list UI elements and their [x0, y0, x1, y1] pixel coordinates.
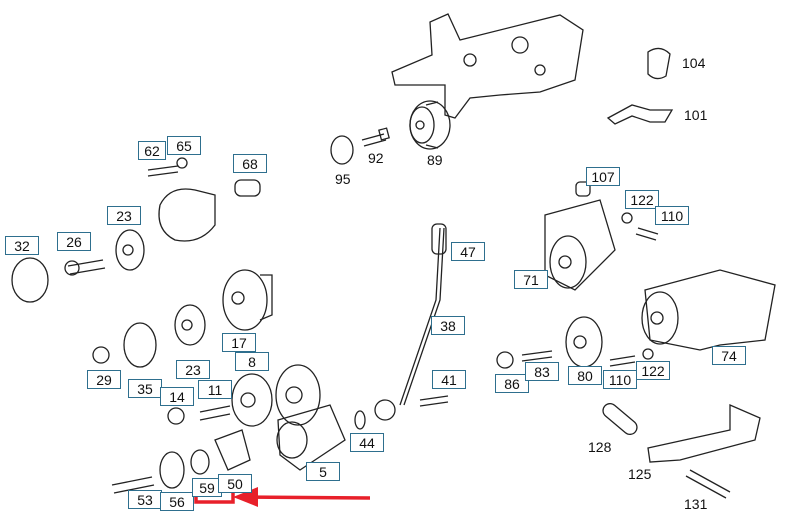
label-29: 29: [87, 370, 121, 389]
housing-17: [222, 269, 268, 331]
label-68: 68: [233, 154, 267, 173]
bolt-83: [521, 350, 553, 362]
label-122-bottom: 122: [636, 361, 670, 380]
bolt-110a: [635, 227, 659, 241]
sleeve-128: [602, 402, 638, 436]
tensioner-assembly-5: [231, 364, 346, 471]
cap-14: [167, 407, 185, 425]
label-128: 128: [588, 439, 612, 455]
label-26: 26: [57, 232, 91, 251]
rod-38: [399, 227, 441, 406]
bracket-74: [644, 269, 776, 351]
bolt-53: [111, 476, 155, 494]
sleeve-47: [431, 223, 447, 255]
label-23-top: 23: [107, 206, 141, 225]
washer-122a: [621, 212, 633, 224]
cap-95: [330, 135, 354, 165]
label-95: 95: [335, 171, 351, 187]
label-83: 83: [525, 362, 559, 381]
bolt-11: [199, 405, 231, 421]
plate-35: [123, 322, 157, 368]
label-65: 65: [167, 136, 201, 155]
label-59: 59: [192, 478, 222, 497]
label-56: 56: [160, 492, 194, 511]
label-104: 104: [682, 55, 706, 71]
label-32: 32: [5, 236, 39, 255]
bracket-23a: [158, 188, 216, 242]
label-80: 80: [568, 366, 602, 385]
nut-29: [92, 346, 110, 364]
label-86: 86: [495, 374, 529, 393]
bolt-110b: [609, 355, 636, 367]
bracket-125: [647, 404, 761, 463]
cap-86: [496, 351, 514, 369]
bolt-131: [685, 469, 731, 499]
bolt-62: [147, 165, 179, 177]
label-71: 71: [514, 270, 548, 289]
pulley-89: [409, 100, 451, 150]
label-35: 35: [128, 379, 162, 398]
cover-32: [11, 257, 49, 303]
ring-59: [190, 449, 210, 475]
bracket-101: [606, 104, 674, 125]
label-50: 50: [218, 474, 252, 493]
label-92: 92: [368, 150, 384, 166]
label-8: 8: [235, 352, 269, 371]
washer-122b: [642, 348, 654, 360]
engine-mount-bracket: [391, 13, 584, 119]
label-23-mid: 23: [176, 360, 210, 379]
bracket-44: [374, 399, 396, 421]
label-122-top: 122: [625, 190, 659, 209]
washer-56: [159, 451, 185, 489]
label-14: 14: [160, 387, 194, 406]
label-47: 47: [451, 242, 485, 261]
clip-104: [647, 47, 671, 80]
plate-50: [214, 429, 251, 471]
label-5: 5: [306, 462, 340, 481]
label-131: 131: [684, 496, 708, 512]
disc-23b: [174, 304, 206, 346]
label-53: 53: [128, 490, 162, 509]
label-62: 62: [138, 141, 166, 160]
label-74: 74: [712, 346, 746, 365]
pulley-80: [565, 316, 603, 368]
disc-23: [115, 229, 145, 271]
label-11: 11: [198, 380, 232, 399]
sleeve-68: [234, 179, 261, 197]
label-110-top: 110: [655, 206, 689, 225]
label-44: 44: [350, 433, 384, 452]
bolt-41: [419, 395, 449, 407]
label-107: 107: [586, 167, 620, 186]
label-89: 89: [427, 152, 443, 168]
bolt-26: [67, 259, 106, 275]
sleeve-107: [575, 181, 591, 197]
label-110-bottom: 110: [603, 370, 637, 389]
label-125: 125: [628, 466, 652, 482]
label-17: 17: [222, 333, 256, 352]
highlight-arrow-line: [242, 495, 371, 500]
tensioner-71: [544, 199, 616, 291]
label-38: 38: [431, 316, 465, 335]
label-101: 101: [684, 107, 708, 123]
label-41: 41: [432, 370, 466, 389]
